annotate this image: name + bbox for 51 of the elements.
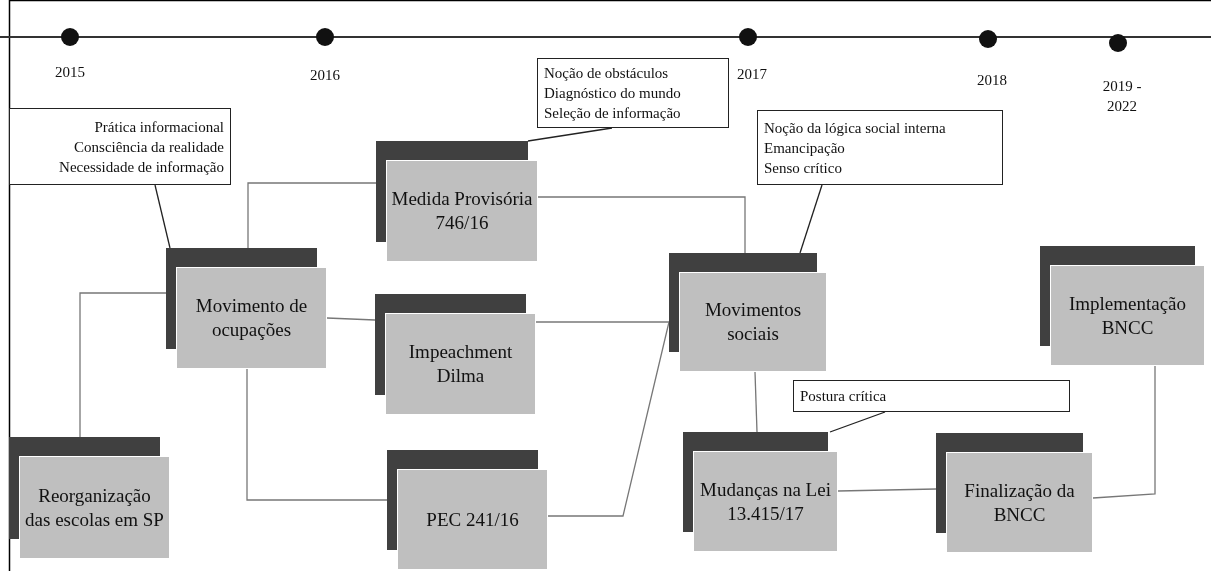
year-label: 2019 - 2022 bbox=[1102, 77, 1142, 116]
event-label: Movimento de ocupações bbox=[194, 294, 309, 342]
year-label: 2016 bbox=[309, 66, 341, 85]
event-label: Reorganização das escolas em SP bbox=[24, 483, 165, 532]
leader-line bbox=[154, 184, 171, 249]
connector-line bbox=[754, 371, 758, 433]
connector-line bbox=[535, 321, 670, 323]
callout-text: Senso crítico bbox=[764, 158, 842, 178]
year-label: 2018 bbox=[976, 71, 1008, 90]
connector-line bbox=[246, 368, 388, 501]
callout-text: Prática informacional bbox=[94, 117, 224, 137]
connector-line bbox=[79, 292, 167, 438]
leader-line bbox=[799, 184, 823, 254]
connector-line bbox=[247, 182, 377, 249]
callout-text: Diagnóstico do mundo bbox=[544, 84, 681, 103]
event-card bbox=[683, 432, 838, 552]
callout-text: Consciência da realidade bbox=[74, 137, 224, 157]
event-card bbox=[375, 294, 536, 415]
callout-text: Noção da lógica social interna bbox=[764, 118, 946, 138]
callout-text: Seleção de informação bbox=[544, 104, 681, 123]
leader-line bbox=[527, 127, 613, 142]
leader-line bbox=[829, 411, 886, 433]
connector-line bbox=[547, 321, 670, 517]
callout-box bbox=[537, 58, 729, 128]
event-card bbox=[936, 433, 1093, 553]
year-label: 2017 bbox=[736, 65, 768, 84]
connector-line bbox=[326, 317, 376, 321]
event-card bbox=[1040, 246, 1205, 366]
event-label: Implementação BNCC bbox=[1067, 291, 1188, 340]
callout-text: Noção de obstáculos bbox=[544, 64, 669, 83]
event-label: Medida Provisória 746/16 bbox=[390, 187, 534, 235]
event-label: Mudanças na Lei 13.415/17 bbox=[699, 477, 832, 526]
callout-box bbox=[793, 380, 1070, 412]
event-card bbox=[387, 450, 548, 570]
callout-text: Emancipação bbox=[764, 138, 845, 158]
event-label: Movimentos sociais bbox=[703, 298, 803, 346]
event-label: PEC 241/16 bbox=[425, 507, 520, 532]
event-card bbox=[669, 253, 827, 372]
connector-line bbox=[1092, 365, 1156, 499]
callout-text: Postura crítica bbox=[800, 387, 887, 406]
event-card bbox=[9, 437, 170, 559]
event-label: Finalização da BNCC bbox=[963, 478, 1076, 527]
event-label: Impeachment Dilma bbox=[407, 340, 514, 388]
year-label: 2015 bbox=[54, 63, 86, 82]
connector-line bbox=[837, 488, 937, 492]
callout-box bbox=[9, 108, 231, 185]
callout-text: Necessidade de informação bbox=[59, 157, 224, 177]
event-card bbox=[376, 141, 538, 262]
callout-box bbox=[757, 110, 1003, 185]
event-card bbox=[166, 248, 327, 369]
connector-line bbox=[537, 196, 746, 254]
